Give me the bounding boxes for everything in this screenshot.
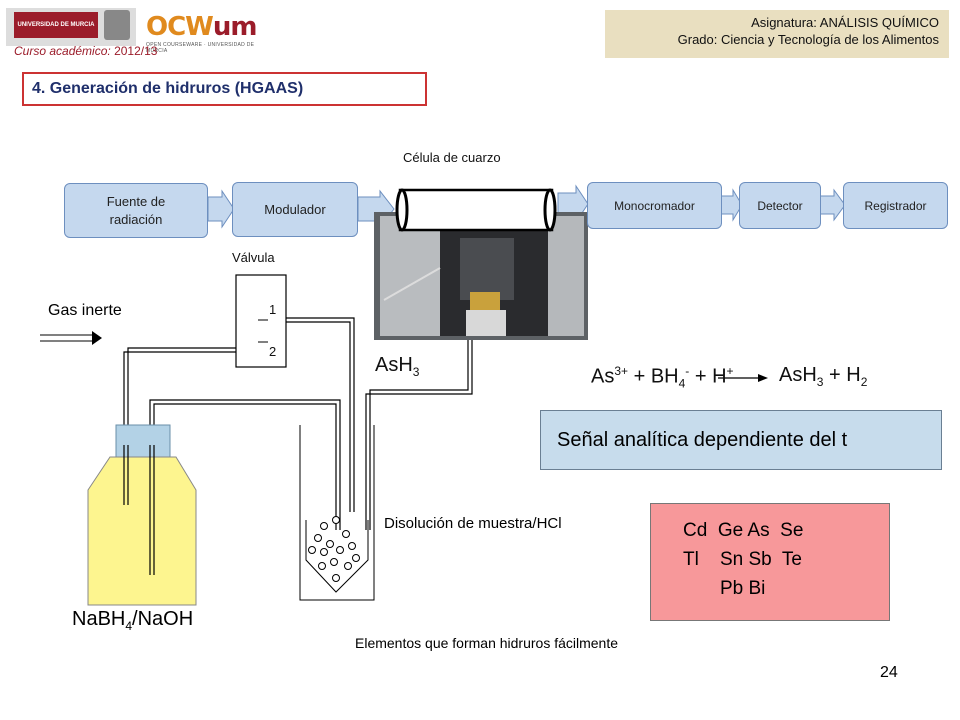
valvula-label: Válvula	[232, 250, 275, 265]
gas-inerte-label: Gas inerte	[48, 302, 122, 319]
reagent-bottle	[87, 456, 197, 606]
valve-port-1: 1	[269, 302, 277, 317]
reaction-equation-right: AsH3 + H2	[779, 364, 868, 389]
page-number: 24	[880, 664, 898, 681]
signal-box: Señal analítica dependiente del t	[540, 410, 942, 470]
elements-line-3: Pb Bi	[683, 578, 766, 599]
ocw-logo: OCWum OPEN COURSEWARE · UNIVERSIDAD DE M…	[146, 12, 258, 54]
asignatura-banner	[605, 10, 949, 58]
ocw-logo-text: OCW	[146, 12, 214, 42]
valve-port-2: 2	[269, 344, 277, 359]
block-registrador: Registrador	[843, 182, 948, 229]
university-logo-text: UNIVERSIDAD DE MURCIA	[14, 12, 98, 38]
quartz-cell-tube	[398, 188, 554, 232]
asignatura-text: Asignatura: ANÁLISIS QUÍMICO Grado: Cien…	[605, 14, 939, 48]
ash3-label: AsH3	[375, 354, 420, 379]
university-crest-icon	[104, 10, 130, 40]
block-detector: Detector	[739, 182, 821, 229]
hydride-elements-box: Cd Ge As Se Tl Sn Sb Te Pb Bi	[650, 503, 890, 621]
reagent-bottle-cap	[115, 424, 171, 458]
asignatura-line: Asignatura: ANÁLISIS QUÍMICO	[751, 15, 939, 30]
curso-academico: Curso académico: 2012/13	[14, 44, 158, 58]
valve	[235, 274, 287, 368]
section-title: 4. Generación de hidruros (HGAAS)	[22, 72, 427, 106]
elementos-caption: Elementos que forman hidruros fácilmente	[355, 635, 619, 651]
reaction-equation-left: As3+ + BH4- + H+	[591, 364, 734, 391]
grado-line: Grado: Ciencia y Tecnología de los Alime…	[677, 32, 939, 47]
sample-vessel	[299, 425, 375, 601]
celula-label: Célula de cuarzo	[403, 150, 501, 165]
elements-line-1: Cd Ge As Se	[683, 520, 804, 541]
um-logo-text: um	[212, 12, 258, 42]
arrow-monocromador-detector	[720, 188, 743, 222]
block-monocromador: Monocromador	[587, 182, 722, 229]
elements-line-2: Tl Sn Sb Te	[683, 549, 802, 570]
arrow-detector-registrador	[818, 188, 846, 222]
block-modulador: Modulador	[232, 182, 358, 237]
arrow-fuente-modulador	[207, 189, 235, 229]
disolucion-label: Disolución de muestra/HCl	[384, 515, 562, 532]
reagent-label: NaBH4/NaOH	[72, 608, 194, 633]
ocw-logo-subtitle: OPEN COURSEWARE · UNIVERSIDAD DE MURCIA	[146, 42, 255, 54]
